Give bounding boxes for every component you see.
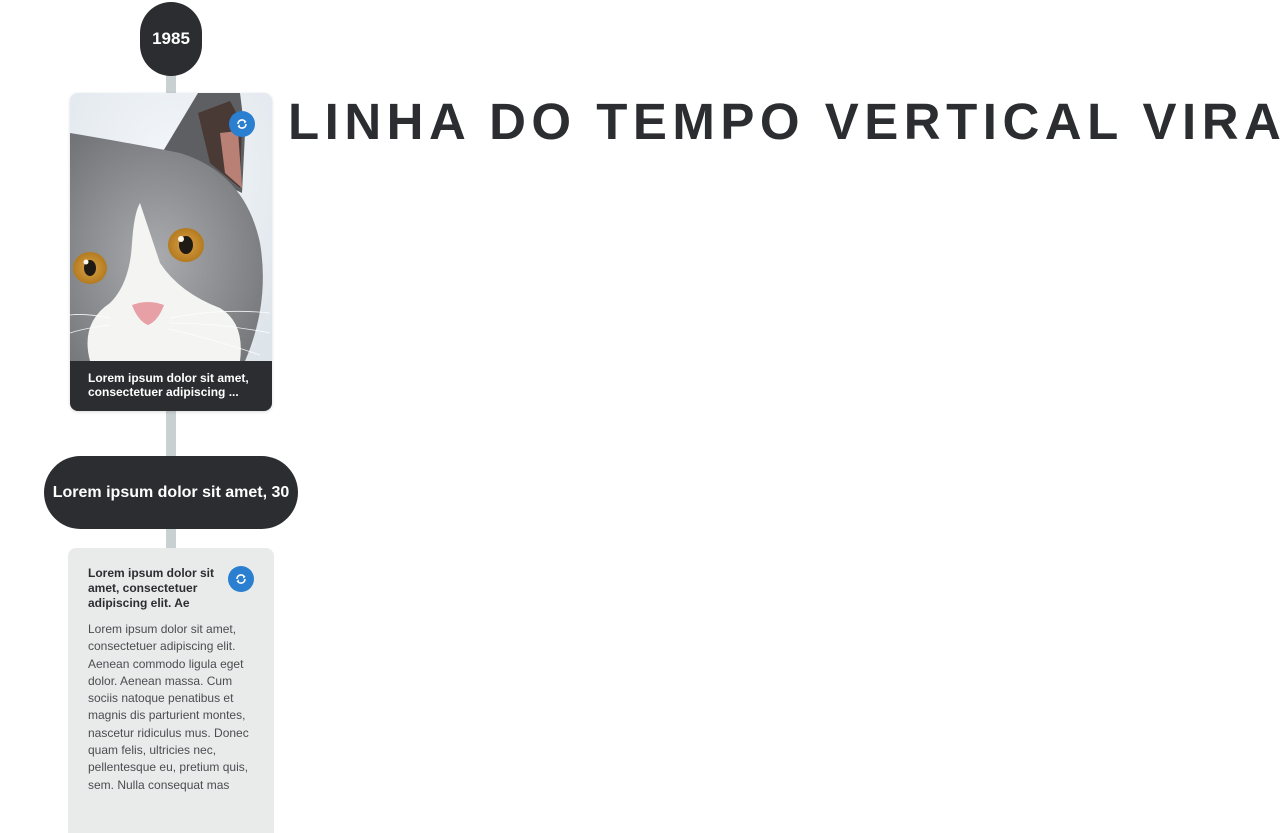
- image-card[interactable]: Lorem ipsum dolor sit amet, consectetuer…: [70, 93, 272, 411]
- page-title: LINHA DO TEMPO VERTICAL VIRA: [288, 93, 1286, 150]
- milestone-pill: Lorem ipsum dolor sit amet, 30: [44, 456, 298, 529]
- flip-icon: [237, 119, 247, 129]
- timeline-line: [166, 60, 176, 833]
- flip-button[interactable]: [228, 566, 254, 592]
- flip-button[interactable]: [229, 111, 255, 137]
- flip-icon: [236, 574, 246, 584]
- year-label: 1985: [152, 29, 190, 48]
- text-card-body: Lorem ipsum dolor sit amet, consectetuer…: [88, 622, 249, 792]
- milestone-label: Lorem ipsum dolor sit amet, 30: [52, 483, 290, 501]
- text-card[interactable]: Lorem ipsum dolor sit amet, consectetuer…: [68, 548, 274, 833]
- year-marker: 1985: [140, 2, 202, 76]
- text-card-title: Lorem ipsum dolor sit amet, consectetuer…: [88, 566, 215, 610]
- image-card-caption: Lorem ipsum dolor sit amet, consectetuer…: [70, 361, 272, 411]
